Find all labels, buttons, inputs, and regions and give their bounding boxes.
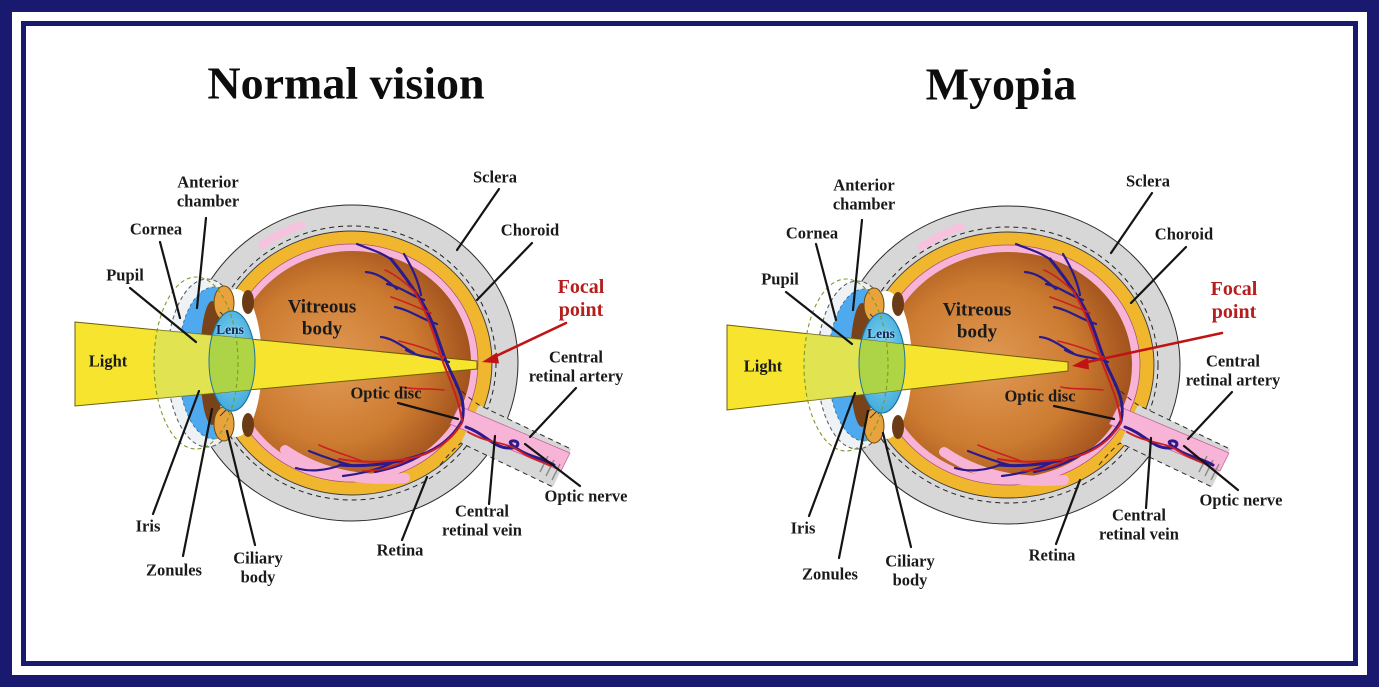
title-myopia: Myopia — [925, 58, 1077, 110]
label-central-retinal-artery: Central retinal artery — [528, 347, 624, 386]
focal-point-arrowhead — [482, 352, 499, 364]
label-vitreous-body: Vitreous body — [287, 296, 357, 340]
label-cornea: Cornea — [129, 219, 183, 239]
label-choroid: Choroid — [500, 220, 560, 240]
normal-vision-eye — [74, 187, 582, 558]
label-light: Light — [88, 351, 128, 371]
label-central-retinal-vein: Central retinal vein — [442, 501, 522, 540]
label-anterior-chamber: Anterior chamber — [176, 172, 240, 211]
label-light: Light — [743, 356, 783, 376]
label-ciliary-body: Ciliary body — [233, 548, 283, 587]
focal-point-arrow — [1081, 331, 1224, 365]
label-retina: Retina — [376, 540, 424, 560]
label-vitreous-body: Vitreous body — [942, 299, 1012, 343]
central-retinal-artery — [1126, 431, 1211, 467]
leader-lines-myopia — [784, 191, 1240, 560]
label-focal-point: Focal point — [557, 276, 605, 321]
label-central-retinal-vein: Central retinal vein — [1099, 505, 1179, 544]
retinal-vessels — [294, 242, 465, 478]
lens-outline — [858, 312, 906, 414]
label-lens: Lens — [867, 326, 895, 342]
central-retinal-vein — [464, 425, 556, 467]
label-zonules: Zonules — [802, 564, 858, 584]
label-pupil: Pupil — [761, 269, 799, 289]
iris-root-top — [892, 292, 904, 316]
label-zonules: Zonules — [146, 560, 202, 580]
label-focal-point: Focal point — [1210, 278, 1258, 323]
label-optic-disc: Optic disc — [1004, 386, 1076, 406]
label-central-retinal-artery: Central retinal artery — [1185, 351, 1281, 390]
refraction-zone-tint — [154, 322, 238, 406]
myopia-eye — [726, 191, 1240, 560]
title-normal-vision: Normal vision — [207, 57, 485, 109]
label-retina: Retina — [1028, 545, 1076, 565]
label-ciliary-body: Ciliary body — [885, 551, 935, 590]
accommodation-dashed-outline — [803, 278, 889, 452]
label-iris: Iris — [135, 516, 161, 536]
label-optic-nerve: Optic nerve — [1199, 490, 1283, 510]
iris-root-bottom — [892, 415, 904, 439]
label-anterior-chamber: Anterior chamber — [832, 175, 896, 214]
label-cornea: Cornea — [785, 223, 839, 243]
focal-point-arrowhead — [1072, 357, 1089, 370]
retina-highlight-top — [917, 223, 965, 251]
label-optic-disc: Optic disc — [350, 383, 422, 403]
focal-point-arrow — [490, 321, 568, 360]
label-choroid: Choroid — [1154, 224, 1214, 244]
retina-highlight-bottom — [280, 445, 410, 484]
lens-outline — [208, 310, 256, 412]
label-optic-nerve: Optic nerve — [544, 486, 628, 506]
label-lens: Lens — [216, 322, 244, 338]
label-pupil: Pupil — [106, 265, 144, 285]
leader-lines-normal — [128, 187, 582, 558]
iris-root-bottom — [242, 413, 254, 437]
iris-root-top — [242, 290, 254, 314]
label-iris: Iris — [790, 518, 816, 538]
label-sclera: Sclera — [1126, 171, 1170, 191]
label-sclera: Sclera — [473, 167, 517, 187]
retina-highlight-bottom — [939, 447, 1069, 486]
retina-highlight-top — [258, 221, 306, 249]
accommodation-dashed-outline — [153, 276, 239, 450]
retinal-vessels — [953, 242, 1124, 478]
central-retinal-artery — [467, 431, 552, 467]
